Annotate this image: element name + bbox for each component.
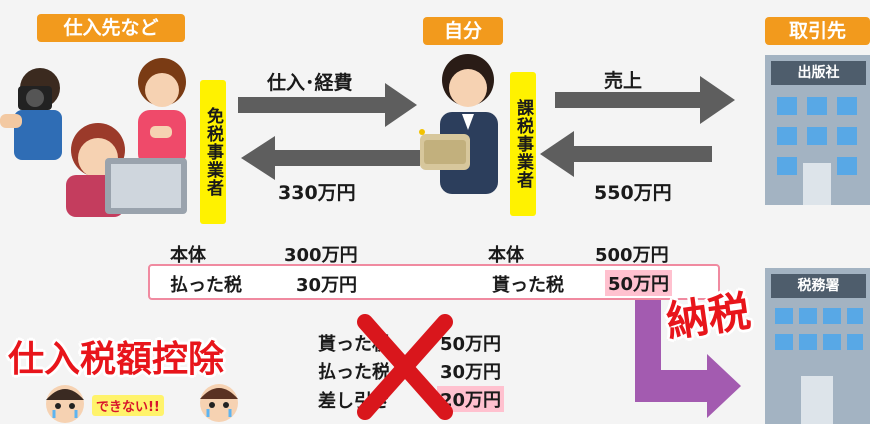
supplier-tax-amount: 30万円: [296, 275, 358, 296]
self-body-amount: 500万円: [595, 245, 669, 266]
nouzei-arrow: [635, 300, 741, 418]
deduct-line3-amount: 20万円: [437, 386, 505, 412]
deduction-title: 仕入税額控除: [8, 339, 225, 380]
cross-icon: [357, 314, 453, 420]
self-tax-label: 貰った税: [492, 275, 564, 296]
self-status-badge: 課税事業者: [510, 72, 536, 216]
purchase-arrow: [238, 83, 417, 127]
publisher-building: 出版社: [765, 55, 870, 205]
deduct-line2: 払った税: [318, 362, 390, 383]
deduct-line1-amount: 50万円: [440, 334, 502, 355]
tax-office-building: 税務署: [765, 268, 870, 424]
self-body-label: 本体: [488, 245, 524, 266]
deduct-line2-amount: 30万円: [440, 362, 502, 383]
crying-face-right-icon: [200, 384, 238, 422]
nouzei-label: 納税: [663, 286, 754, 347]
crying-face-left-icon: [46, 385, 84, 423]
sales-label: 売上: [604, 70, 643, 92]
supplier-body-amount: 300万円: [284, 245, 358, 266]
cannot-label: できない!!: [92, 395, 164, 416]
purchase-label: 仕入･経費: [267, 72, 353, 94]
paid-arrow: [241, 136, 420, 180]
received-amount: 550万円: [594, 182, 672, 204]
self-tax-amount: 50万円: [605, 270, 673, 296]
building-sign: 出版社: [771, 61, 866, 85]
supplier-status-badge: 免税事業者: [200, 80, 226, 224]
received-arrow: [540, 131, 712, 177]
paid-amount: 330万円: [278, 182, 356, 204]
supplier-tag: 仕入先など: [37, 14, 185, 42]
self-illustration: [419, 54, 498, 194]
supplier-body-label: 本体: [170, 245, 206, 266]
client-tag: 取引先: [765, 17, 870, 45]
supplier-illustration: [0, 58, 187, 217]
tax-office-sign: 税務署: [771, 274, 866, 298]
sales-arrow: [555, 76, 735, 124]
supplier-tax-label: 払った税: [170, 275, 242, 296]
self-tag: 自分: [423, 17, 503, 45]
